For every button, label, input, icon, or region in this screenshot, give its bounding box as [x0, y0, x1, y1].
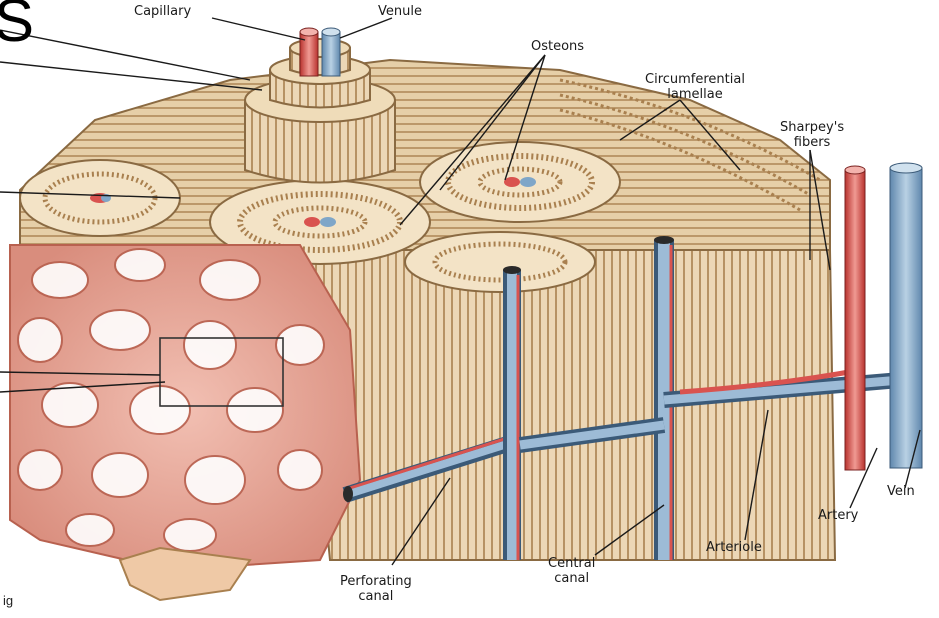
label-central-canal: Central canal: [548, 556, 595, 586]
label-circumferential-lamellae-line1: Circumferential: [645, 72, 745, 87]
label-osteons: Osteons: [531, 39, 584, 54]
label-sharpeys-fibers-line1: Sharpey's: [780, 120, 844, 135]
label-sharpeys-fibers-line2: fibers: [780, 135, 844, 150]
main-vessels: [845, 163, 922, 470]
label-central-canal-line2: canal: [548, 571, 595, 586]
label-circumferential-lamellae: Circumferential lamellae: [645, 72, 745, 102]
label-perforating-canal-line1: Perforating: [340, 574, 412, 589]
label-perforating-canal: Perforating canal: [340, 574, 412, 604]
label-circumferential-lamellae-line2: lamellae: [645, 87, 745, 102]
label-capillary: Capillary: [134, 4, 191, 19]
cropped-title-fragment: S: [0, 0, 34, 56]
label-arteriole: Arteriole: [706, 540, 762, 555]
spongy-bone: [10, 245, 360, 600]
label-artery: Artery: [818, 508, 858, 523]
osteon-front: [405, 232, 595, 292]
cropped-caption-fragment: ig: [3, 593, 13, 608]
bone-front-face: [300, 250, 835, 560]
label-perforating-canal-line2: canal: [340, 589, 412, 604]
osteon-left: [20, 160, 180, 236]
osteon-right: [420, 142, 620, 222]
label-sharpeys-fibers: Sharpey's fibers: [780, 120, 844, 150]
label-central-canal-line1: Central: [548, 556, 595, 571]
osteon-cylinder: [245, 28, 395, 183]
label-vein: Vein: [887, 484, 915, 499]
label-venule: Venule: [378, 4, 422, 19]
